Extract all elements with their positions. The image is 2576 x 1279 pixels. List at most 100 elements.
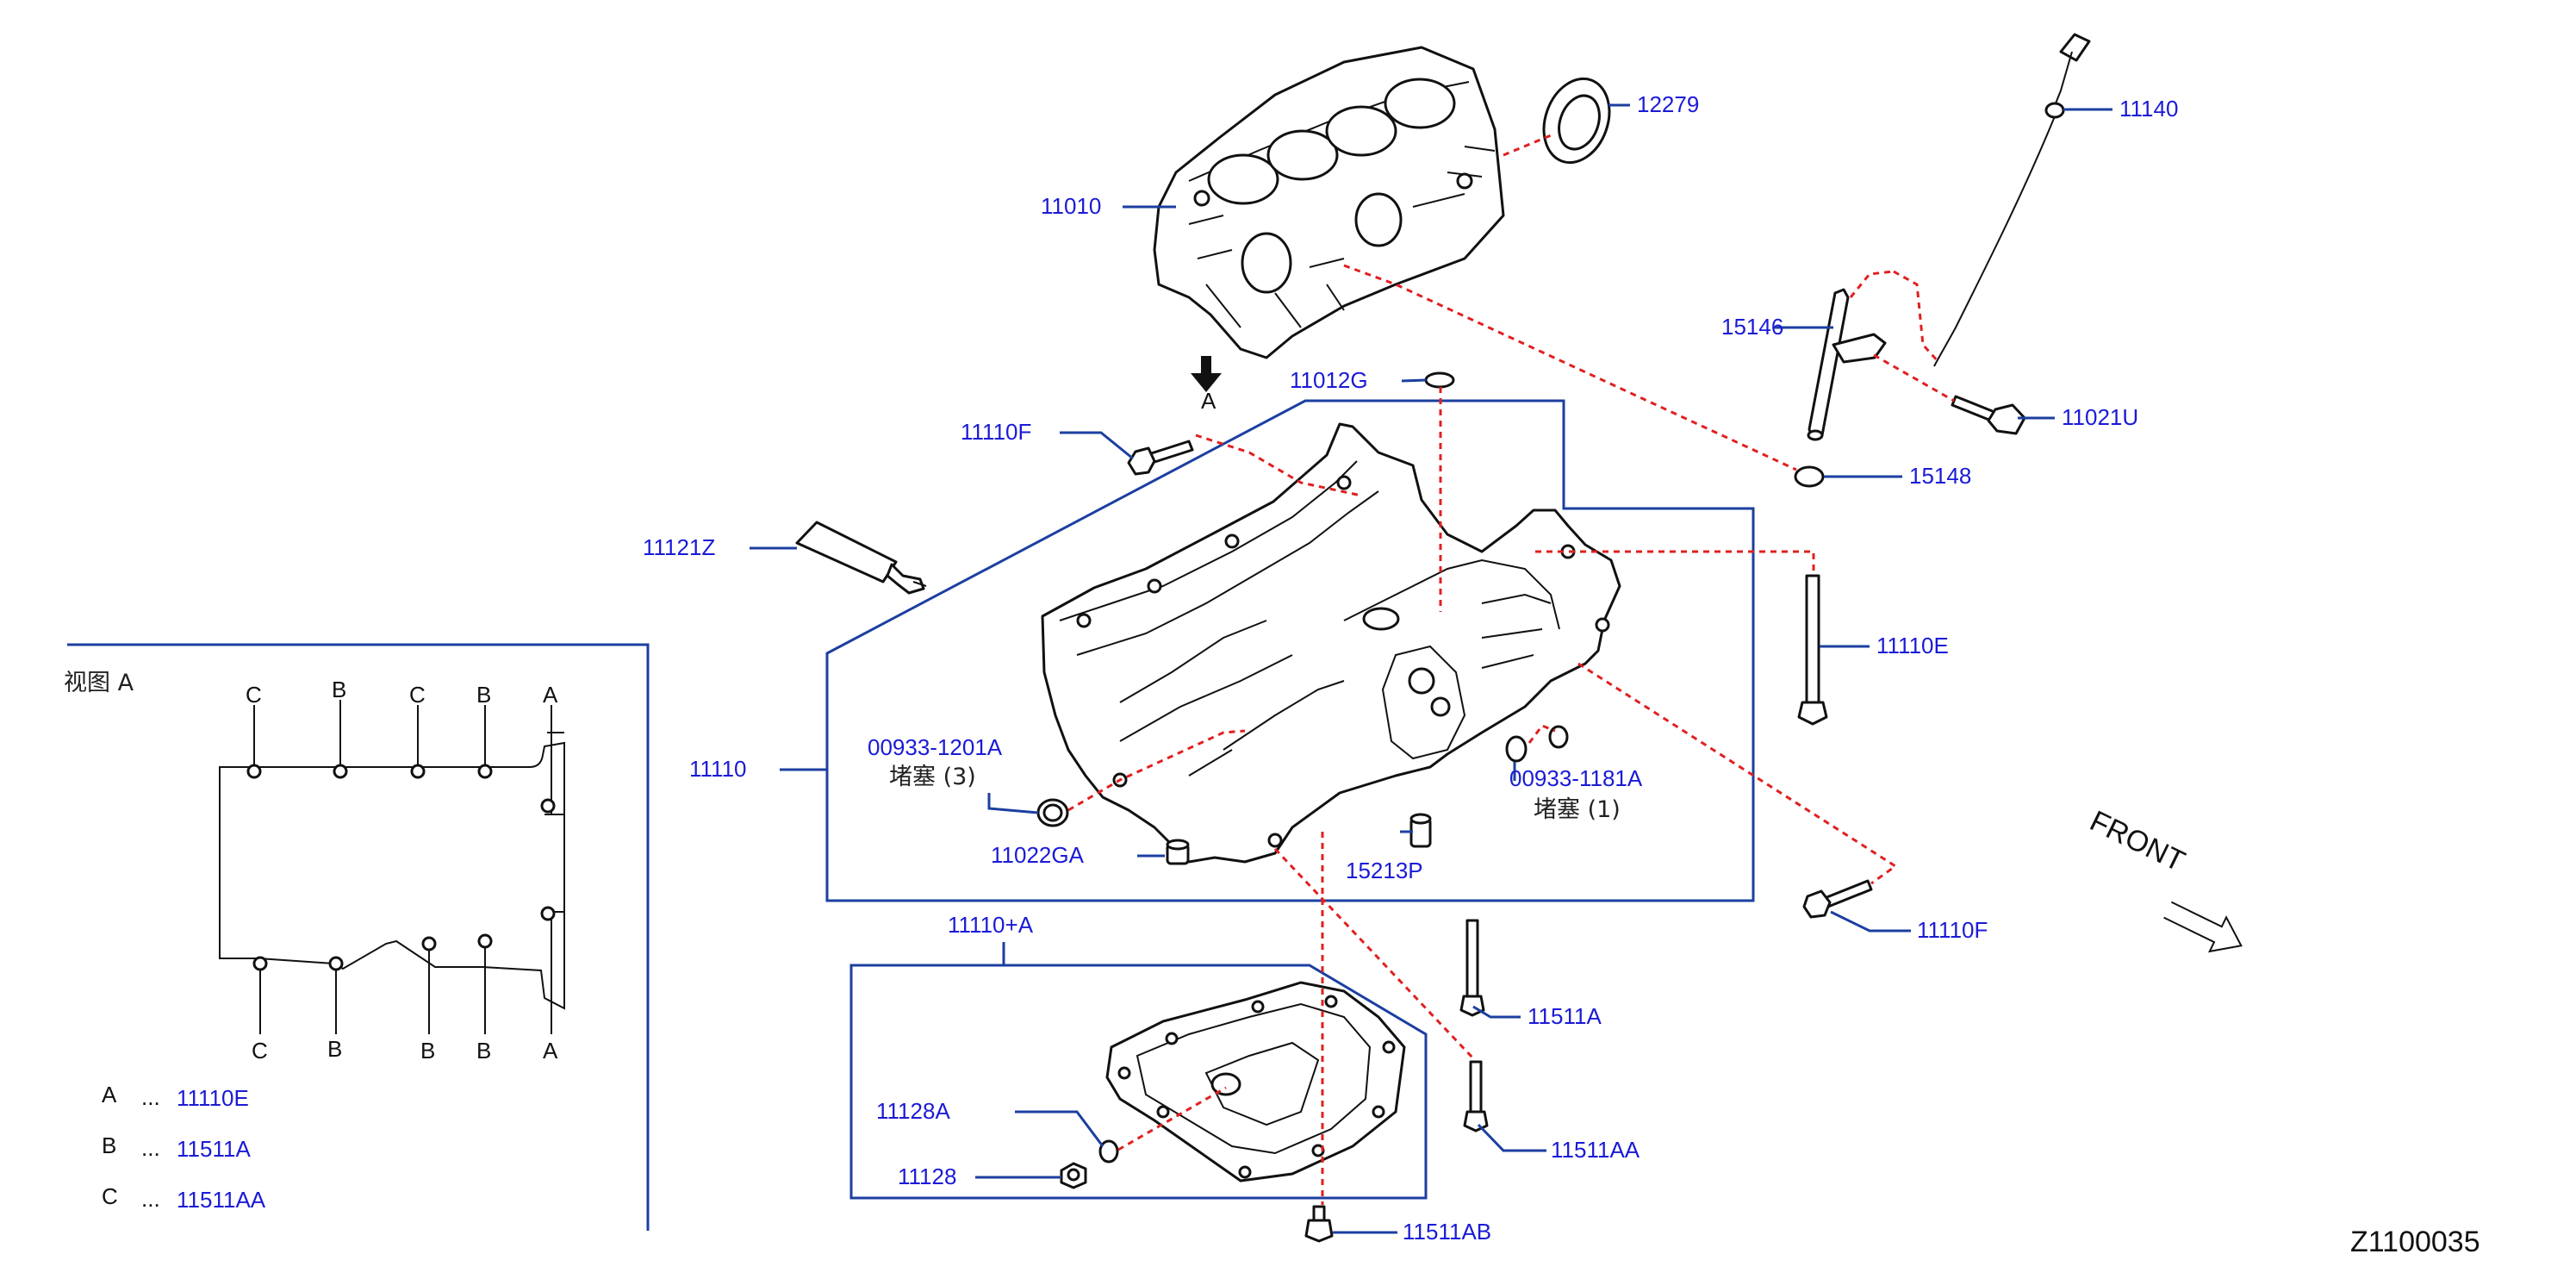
label-11140[interactable]: 11140: [2119, 96, 2178, 122]
bolt-11511AB[interactable]: [1304, 1205, 1334, 1243]
bolt-hole: [540, 798, 556, 814]
cylinder-block-11010[interactable]: [1153, 46, 1505, 359]
bolt-11110E[interactable]: [1797, 574, 1828, 726]
oil-port: [1408, 667, 1435, 695]
bolt-boss: [1336, 475, 1352, 490]
bolt-boss: [1456, 172, 1473, 190]
bolt-boss: [1372, 1105, 1385, 1119]
part-labels: 11010 12279 11140 15146 11021U 15148 110…: [643, 91, 2178, 1245]
plug-00933-1201A[interactable]: [1036, 798, 1069, 827]
view-a-bottom-letter-1: C: [252, 1038, 268, 1064]
dipstick-guide-15146[interactable]: [1807, 288, 1887, 441]
note-plug-1: 堵塞 (1): [1534, 796, 1621, 823]
oil-port: [1430, 696, 1451, 717]
label-11110[interactable]: 11110: [689, 756, 747, 782]
label-11022GA[interactable]: 11022GA: [991, 842, 1085, 868]
view-a-panel: 视图 A C B C B A: [64, 643, 650, 1231]
label-11110E[interactable]: 11110E: [1876, 633, 1949, 658]
bolt-11511A[interactable]: [1459, 919, 1485, 1017]
legend-code-b[interactable]: 11511A: [177, 1136, 251, 1162]
drain-plug-11128[interactable]: [1060, 1162, 1087, 1189]
cylinder-bore: [1384, 78, 1456, 129]
bolt-boss: [1156, 1105, 1170, 1119]
view-a-outline: [219, 741, 565, 1010]
legend-dots-b: ...: [141, 1135, 160, 1161]
label-11012G[interactable]: 11012G: [1290, 367, 1368, 393]
bolt-11110F-top[interactable]: [1127, 440, 1194, 476]
legend-key-c: C: [102, 1183, 118, 1209]
washer-11128A[interactable]: [1098, 1139, 1119, 1164]
sealant-11121Z[interactable]: [795, 521, 927, 595]
view-a-title: 视图 A: [64, 670, 134, 696]
lower-crankcase-11110[interactable]: [1041, 422, 1621, 864]
bolt-hole: [246, 764, 262, 779]
dipstick-11140[interactable]: [1933, 33, 2091, 367]
cylinder-bore: [1207, 153, 1279, 205]
label-11128[interactable]: 11128: [898, 1164, 956, 1189]
label-11511A[interactable]: 11511A: [1528, 1003, 1602, 1029]
label-11110F-right[interactable]: 11110F: [1917, 917, 1988, 943]
legend-code-a[interactable]: 11110E: [177, 1085, 249, 1111]
o-ring-15148[interactable]: [1794, 465, 1825, 488]
bolt-11511AA[interactable]: [1463, 1060, 1489, 1132]
label-11121Z[interactable]: 11121Z: [643, 534, 715, 560]
cylinder-bore: [1266, 129, 1339, 181]
bolt-hole: [540, 906, 556, 921]
bolt-hole: [328, 956, 344, 971]
oil-pan-11110-A[interactable]: [1105, 981, 1406, 1182]
bolt-boss: [1224, 533, 1240, 549]
label-11110F-top[interactable]: 11110F: [961, 419, 1031, 445]
bolt-boss: [1193, 190, 1210, 207]
plug-11022GA[interactable]: [1166, 839, 1190, 865]
view-a-bottom-letter-3: B: [420, 1038, 435, 1064]
bolt-boss: [1147, 578, 1162, 594]
view-a-bottom-letter-2: B: [327, 1036, 342, 1062]
crankcase-group-box: [825, 399, 1755, 902]
label-00933-1181A[interactable]: 00933-1181A: [1509, 765, 1643, 791]
bolt-boss: [1382, 1040, 1396, 1054]
bolt-hole: [421, 936, 437, 951]
view-a-top-letter-3: C: [409, 682, 426, 708]
view-a-border: [67, 643, 650, 1231]
bolt-boss: [1251, 1000, 1265, 1014]
view-arrow-letter: A: [1201, 388, 1216, 414]
label-12279[interactable]: 12279: [1637, 91, 1699, 117]
oil-pan-group-box: [849, 964, 1428, 1200]
legend-key-b: B: [102, 1132, 116, 1158]
label-11128A[interactable]: 11128A: [876, 1098, 950, 1124]
label-11511AA[interactable]: 11511AA: [1551, 1137, 1640, 1163]
crankcase-port: [1362, 607, 1400, 631]
crank-bore: [1354, 192, 1403, 247]
bolt-boss: [1117, 1066, 1131, 1080]
bolt-boss: [1324, 995, 1338, 1008]
label-15213P[interactable]: 15213P: [1346, 858, 1423, 883]
view-a-bottom-letter-4: B: [476, 1038, 491, 1064]
bolt-boss: [1076, 613, 1092, 628]
front-arrow: FRONT: [2085, 804, 2243, 953]
seal-11012G[interactable]: [1424, 371, 1455, 389]
bolt-boss: [1165, 1032, 1179, 1045]
bolt-hole: [333, 764, 348, 779]
oil-seal-12279[interactable]: [1533, 70, 1621, 172]
label-11110-A[interactable]: 11110+A: [948, 912, 1034, 938]
view-arrow-a: A: [1191, 356, 1222, 414]
view-a-top-letter-1: C: [246, 682, 262, 708]
cylinder-bore: [1325, 105, 1397, 157]
label-11021U[interactable]: 11021U: [2062, 404, 2138, 430]
label-11511AB[interactable]: 11511AB: [1403, 1219, 1491, 1245]
view-a-top-letter-5: A: [543, 682, 558, 708]
sensor-15213P[interactable]: [1409, 813, 1432, 848]
label-15146[interactable]: 15146: [1721, 314, 1783, 340]
bolt-11021U[interactable]: [1951, 395, 2026, 435]
legend-dots-c: ...: [141, 1186, 160, 1212]
legend-key-a: A: [102, 1082, 117, 1107]
label-15148[interactable]: 15148: [1909, 463, 1971, 489]
view-a-top-letter-2: B: [332, 677, 346, 702]
label-11010[interactable]: 11010: [1041, 193, 1101, 219]
legend-code-c[interactable]: 11511AA: [177, 1187, 266, 1213]
assembly-lines: [1067, 132, 1955, 1205]
bolt-11110F-right[interactable]: [1802, 879, 1873, 919]
bolt-hole: [252, 956, 268, 971]
label-00933-1201A[interactable]: 00933-1201A: [868, 734, 1003, 760]
bolt-hole: [410, 764, 426, 779]
